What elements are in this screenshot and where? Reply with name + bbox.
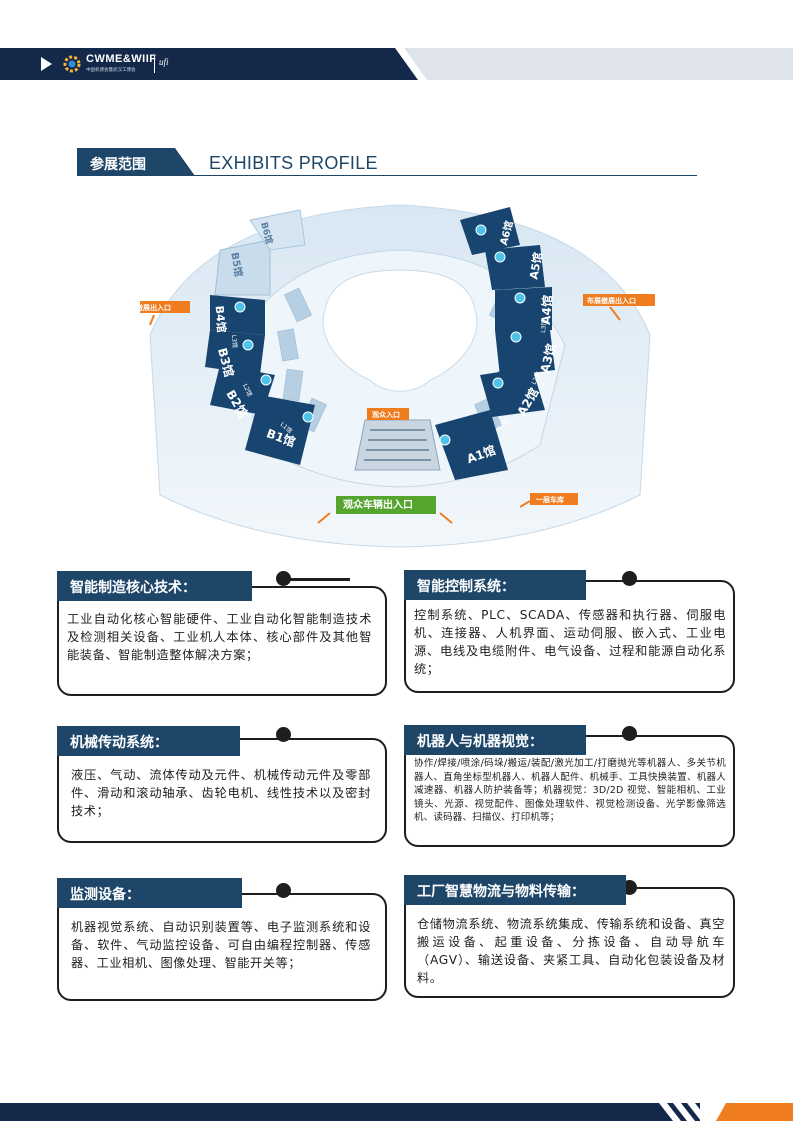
hall-a1[interactable]: A1馆: [435, 410, 508, 480]
hall-b3-label: B3馆: [215, 346, 237, 378]
section-tag: 参展范围: [77, 148, 195, 176]
brand-subtitle: 中国机博会暨武汉工博会: [86, 68, 136, 73]
category-title: 智能制造核心技术：: [57, 571, 252, 601]
corridor-left-l3: L3馆: [230, 334, 239, 348]
pin-a6-icon: [475, 224, 487, 236]
footer-orange-band: [716, 1103, 793, 1121]
ufi-logo: ufi: [159, 57, 169, 67]
hall-a4-label: A4馆: [538, 294, 556, 325]
gear-logo-icon: [63, 55, 81, 73]
garage-label: 一层车库: [519, 493, 578, 508]
corridor-right-l3: L3馆: [539, 319, 548, 333]
venue-map: B1馆 B2馆 B3馆 B4馆 B5馆 B6馆 A1馆: [140, 195, 660, 555]
category-text: 控制系统、PLC、SCADA、传感器和执行器、伺服电机、连接器、人机界面、运动伺…: [414, 608, 726, 676]
footer-stripes: [659, 1103, 723, 1121]
category-title: 智能控制系统：: [404, 570, 586, 600]
hall-b5-label: B5馆: [228, 251, 245, 277]
hall-a6[interactable]: A6馆: [460, 207, 520, 255]
pin-a5-icon: [494, 251, 506, 263]
hall-a5[interactable]: A5馆: [485, 245, 545, 290]
pin-a1-icon: [439, 434, 451, 446]
footer-blue-band: [0, 1103, 700, 1121]
hall-a5-label: A5馆: [526, 251, 545, 280]
visitor-entry-label: 观众入口: [367, 408, 409, 420]
category-dot: [276, 727, 291, 742]
header-light-band: [404, 48, 793, 80]
footer-bar: [0, 1103, 793, 1121]
pin-b1-icon: [302, 411, 314, 423]
category-text: 液压、气动、流体传动及元件、机械传动元件及零部件、滑动和滚动轴承、齿轮电机、线性…: [71, 768, 371, 818]
category-title: 工厂智慧物流与物料传输：: [404, 875, 626, 905]
category-dot: [276, 571, 291, 586]
hall-a3-label: A3馆: [537, 342, 559, 375]
svg-text:布展撤展出入口: 布展撤展出入口: [587, 296, 636, 305]
exhibitor-entry-right-label: 布展撤展出入口: [583, 294, 655, 321]
category-title: 机器人与机器视觉：: [404, 725, 586, 755]
svg-text:一层车库: 一层车库: [536, 495, 564, 504]
visitor-escalator: [354, 419, 441, 471]
category-text: 仓储物流系统、物流系统集成、传输系统和设备、真空搬运设备、起重设备、分拣设备、自…: [417, 917, 725, 985]
category-text: 协作/焊接/喷涂/码垛/搬运/装配/激光加工/打磨抛光等机器人、多关节机器人、直…: [414, 758, 726, 824]
category-dot: [622, 571, 637, 586]
pin-a4-icon: [514, 292, 526, 304]
pin-b3-icon: [242, 339, 254, 351]
svg-text:观众入口: 观众入口: [372, 410, 400, 419]
section-title-cn: 参展范围: [90, 157, 146, 173]
central-plaza: [322, 269, 478, 392]
category-title: 机械传动系统：: [57, 726, 240, 756]
location-pin-icons: [234, 224, 526, 446]
brand-name: CWME&WIIF: [86, 53, 157, 65]
category-dot: [276, 883, 291, 898]
hall-b4-label: B4馆: [213, 305, 229, 333]
category-frame: [57, 586, 387, 696]
category-title: 监测设备：: [57, 878, 242, 908]
venue-map-drawing: B1馆 B2馆 B3馆 B4馆 B5馆 B6馆 A1馆: [140, 204, 655, 548]
category-frame: [57, 893, 387, 1001]
brand-divider: [154, 56, 155, 73]
category-dot: [622, 726, 637, 741]
hall-a4[interactable]: A4馆: [495, 287, 555, 330]
category-connector-line: [290, 578, 350, 581]
pin-a2-icon: [492, 377, 504, 389]
header-bar: CWME&WIIF 中国机博会暨武汉工博会 ufi: [0, 48, 793, 80]
pin-b4-icon: [234, 301, 246, 313]
category-text: 工业自动化核心智能硬件、工业自动化智能制造技术及检测相关设备、工业机人本体、核心…: [67, 612, 372, 662]
pin-a3-icon: [510, 331, 522, 343]
svg-text:布展撤展出入口: 布展撤展出入口: [140, 303, 171, 312]
exhibitor-entry-left-label: 布展撤展出入口: [140, 301, 190, 326]
vehicle-entry-label: 观众车辆出入口: [317, 496, 453, 524]
hall-b6[interactable]: B6馆: [249, 209, 306, 251]
pin-b2-icon: [260, 374, 272, 386]
play-icon: [41, 57, 52, 71]
section-underline: [185, 175, 697, 176]
section-title-en: EXHIBITS PROFILE: [209, 153, 378, 173]
category-text: 机器视觉系统、自动识别装置等、电子监测系统和设备、软件、气动监控设备、可自由编程…: [71, 920, 371, 970]
section-heading: 参展范围 EXHIBITS PROFILE: [77, 148, 697, 178]
hall-b4[interactable]: B4馆: [210, 295, 265, 335]
hall-b5[interactable]: B5馆: [214, 239, 271, 296]
hall-a3[interactable]: A3馆: [495, 330, 559, 377]
svg-text:观众车辆出入口: 观众车辆出入口: [343, 498, 413, 511]
